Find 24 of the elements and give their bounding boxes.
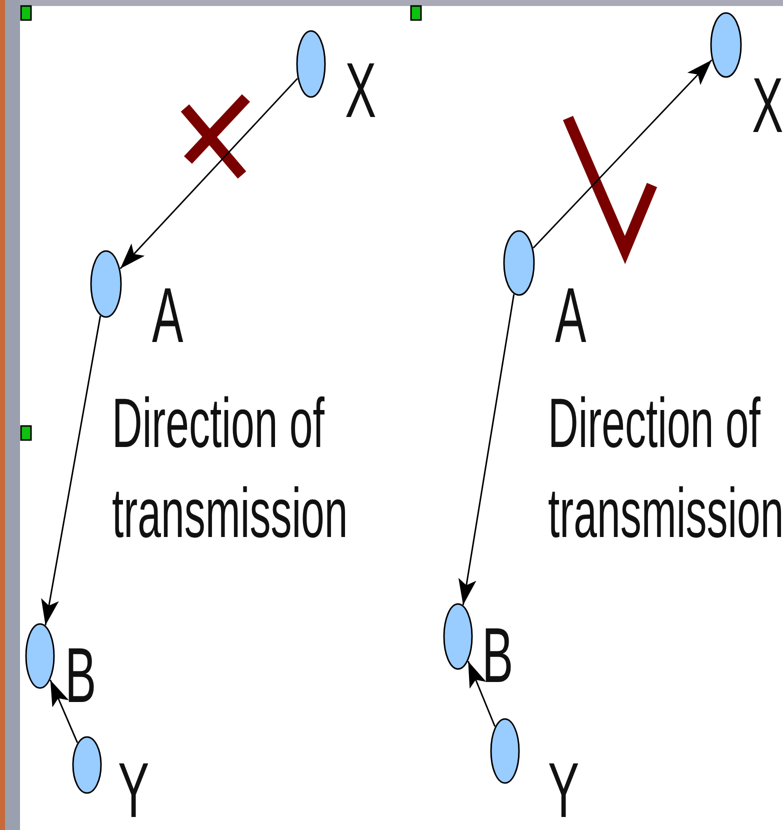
node-label: X (752, 66, 783, 144)
node-label: Y (118, 751, 150, 829)
arrow (120, 78, 298, 270)
arrow (458, 294, 515, 606)
arrow (532, 59, 712, 249)
node-ellipse (503, 230, 535, 296)
arrow (41, 316, 102, 626)
node-label: A (555, 276, 586, 354)
node-label: B (65, 636, 96, 714)
node-ellipse (710, 12, 742, 78)
node-ellipse (25, 623, 55, 689)
node-ellipse (443, 603, 473, 670)
node-ellipse (72, 736, 102, 794)
node-ellipse (490, 718, 520, 784)
note-text: Direction of transmission (548, 383, 783, 554)
note-text: Direction of transmission (112, 383, 349, 554)
node-label: Y (548, 751, 580, 829)
node-label: X (345, 51, 376, 129)
arrow (467, 660, 496, 727)
node-label: B (482, 616, 514, 694)
arrow (50, 680, 78, 744)
node-ellipse (296, 30, 326, 98)
node-ellipse (90, 250, 122, 318)
node-label: A (152, 276, 184, 354)
